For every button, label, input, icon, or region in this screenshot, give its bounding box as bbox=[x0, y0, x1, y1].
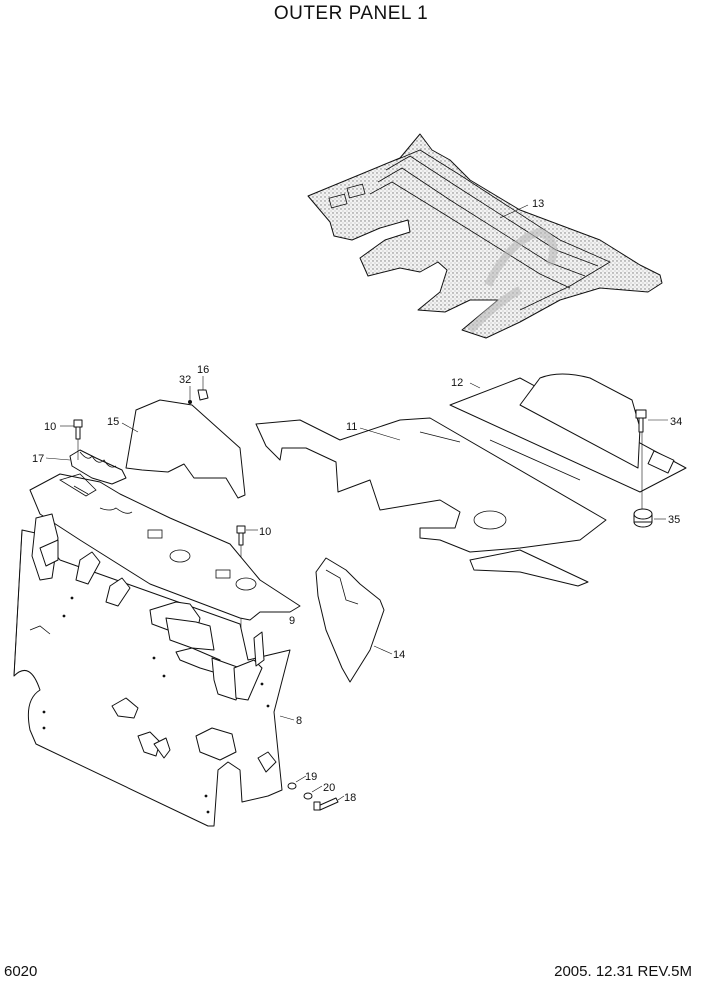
bolt-part-34 bbox=[635, 409, 668, 433]
callout-13: 13 bbox=[532, 198, 544, 210]
fastener-part-16 bbox=[197, 376, 209, 401]
cover-part-14 bbox=[315, 557, 393, 683]
cover-part-15 bbox=[121, 399, 246, 499]
callout-35: 35 bbox=[668, 514, 680, 526]
callout-17: 17 bbox=[32, 453, 44, 465]
callout-10-left: 10 bbox=[44, 421, 56, 433]
callout-19: 19 bbox=[305, 771, 317, 783]
callout-11: 11 bbox=[346, 421, 357, 433]
callout-15: 15 bbox=[107, 416, 119, 428]
bolt-part-18 bbox=[313, 795, 345, 811]
callout-16: 16 bbox=[197, 364, 209, 376]
top-plate-part-9 bbox=[29, 473, 301, 621]
bulkhead-part-8 bbox=[13, 513, 295, 827]
bushing-part-35 bbox=[633, 508, 666, 528]
bolt-part-10-left bbox=[60, 419, 83, 460]
callout-20: 20 bbox=[323, 782, 335, 794]
callout-9: 9 bbox=[289, 615, 295, 627]
page-title: OUTER PANEL 1 bbox=[273, 3, 429, 24]
fastener-part-32 bbox=[188, 386, 192, 404]
revision-date: 2005. 12.31 REV.5M bbox=[554, 963, 692, 980]
callout-34: 34 bbox=[670, 416, 682, 428]
callout-14: 14 bbox=[393, 649, 405, 661]
washer-part-19 bbox=[287, 775, 307, 790]
washer-part-20 bbox=[303, 785, 323, 800]
callout-10-center: 10 bbox=[259, 526, 271, 538]
callout-18: 18 bbox=[344, 792, 356, 804]
callout-32: 32 bbox=[179, 374, 191, 386]
plate-part-12 bbox=[449, 373, 687, 510]
floor-mat-part-13 bbox=[307, 133, 663, 339]
page-number: 6020 bbox=[4, 963, 38, 980]
pad-part-17 bbox=[45, 449, 127, 485]
callout-12: 12 bbox=[451, 377, 463, 389]
callout-8: 8 bbox=[296, 715, 302, 727]
floor-frame-part-11 bbox=[255, 417, 607, 587]
